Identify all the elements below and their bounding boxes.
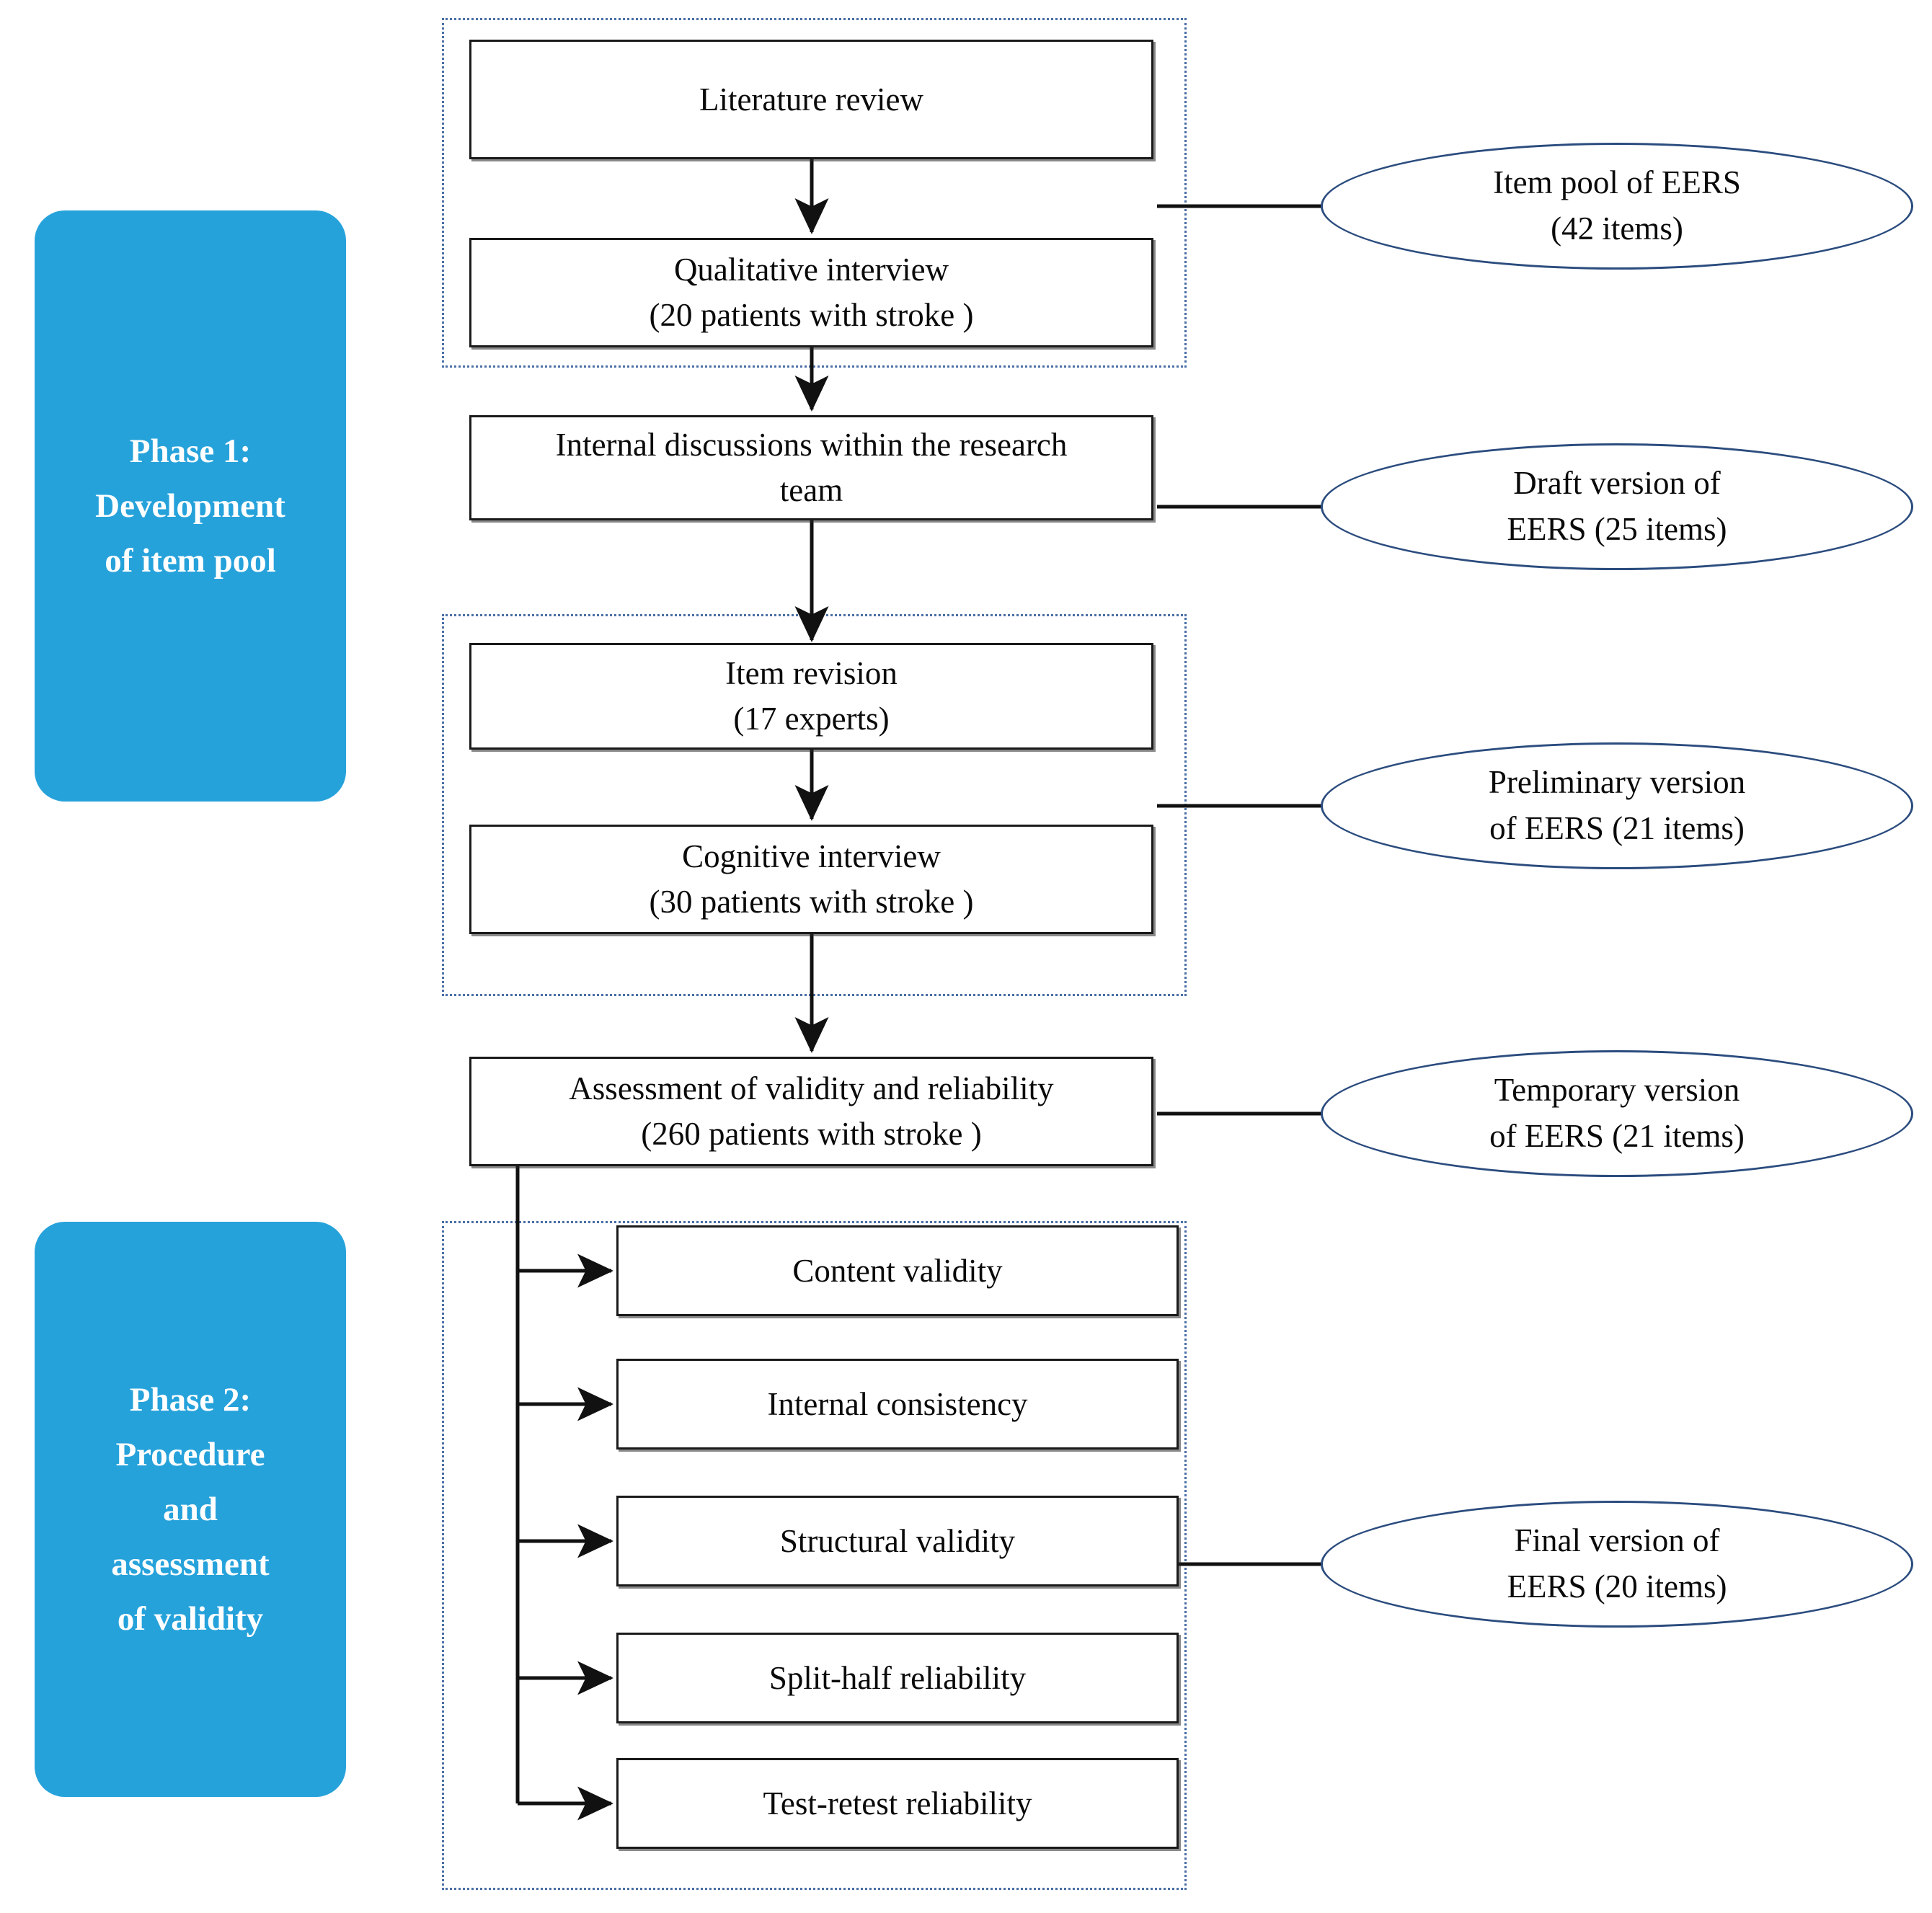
phase-1-line-1: Phase 1: (129, 432, 252, 470)
temporary-version-line-1: Temporary version (1494, 1072, 1740, 1109)
process-box-structural-validity[interactable]: Structural validity (616, 1496, 1179, 1586)
process-box-cognitive-interview[interactable]: Cognitive interview (30 patients with st… (469, 825, 1153, 934)
process-box-content-validity[interactable]: Content validity (616, 1225, 1179, 1316)
qualitative-interview-detail: (20 patients with stroke ) (649, 297, 974, 333)
preliminary-version-line-2: of EERS (21 items) (1489, 810, 1745, 846)
process-box-internal-consistency[interactable]: Internal consistency (616, 1359, 1179, 1450)
structural-validity-label: Structural validity (779, 1522, 1016, 1559)
phase-panel-1[interactable]: Phase 1: Development of item pool (35, 210, 346, 802)
process-box-literature-review[interactable]: Literature review (469, 40, 1153, 159)
cognitive-interview-label: Cognitive interview (682, 838, 941, 874)
phase-2-line-4: assessment (111, 1545, 270, 1584)
dotted-group-phase1-top (442, 18, 1187, 368)
literature-review-label: Literature review (699, 81, 924, 117)
callout-final-version[interactable]: Final version of EERS (20 items) (1321, 1501, 1913, 1628)
phase-1-line-2: Development (95, 487, 285, 525)
phase-2-line-1: Phase 2: (129, 1380, 252, 1419)
phase-panel-2[interactable]: Phase 2: Procedure and assessment of val… (35, 1222, 346, 1797)
temporary-version-line-2: of EERS (21 items) (1489, 1118, 1745, 1154)
callout-temporary-version[interactable]: Temporary version of EERS (21 items) (1321, 1050, 1913, 1177)
draft-version-line-2: EERS (25 items) (1507, 511, 1727, 547)
item-pool-line-1: Item pool of EERS (1493, 164, 1741, 201)
phase-2-line-2: Procedure (115, 1435, 265, 1473)
callout-preliminary-version[interactable]: Preliminary version of EERS (21 items) (1321, 742, 1913, 869)
internal-discussions-label-2: team (779, 472, 843, 508)
callout-draft-version[interactable]: Draft version of EERS (25 items) (1321, 443, 1913, 570)
preliminary-version-line-1: Preliminary version (1488, 764, 1746, 801)
internal-discussions-label: Internal discussions within the research (555, 427, 1068, 463)
phase-1-line-3: of item pool (105, 542, 276, 580)
phase-2-line-3: and (163, 1490, 218, 1528)
content-validity-label: Content validity (792, 1252, 1003, 1289)
item-revision-label: Item revision (725, 655, 898, 691)
process-box-internal-discussions[interactable]: Internal discussions within the research… (469, 415, 1153, 520)
split-half-reliability-label: Split-half reliability (768, 1659, 1027, 1696)
item-pool-line-2: (42 items) (1551, 210, 1683, 247)
final-version-line-1: Final version of (1514, 1522, 1720, 1559)
process-box-item-revision[interactable]: Item revision (17 experts) (469, 643, 1153, 750)
test-retest-reliability-label: Test-retest reliability (763, 1785, 1032, 1821)
assessment-detail: (260 patients with stroke ) (641, 1116, 982, 1152)
internal-consistency-label: Internal consistency (767, 1385, 1028, 1422)
assessment-label: Assessment of validity and reliability (569, 1070, 1054, 1106)
qualitative-interview-label: Qualitative interview (673, 252, 949, 288)
item-revision-detail: (17 experts) (733, 701, 890, 737)
process-box-split-half-reliability[interactable]: Split-half reliability (616, 1633, 1179, 1723)
draft-version-line-1: Draft version of (1513, 465, 1721, 502)
process-box-test-retest-reliability[interactable]: Test-retest reliability (616, 1758, 1179, 1849)
process-box-assessment[interactable]: Assessment of validity and reliability (… (469, 1057, 1153, 1166)
cognitive-interview-detail: (30 patients with stroke ) (649, 884, 974, 920)
callout-item-pool[interactable]: Item pool of EERS (42 items) (1321, 143, 1913, 270)
phase-2-line-5: of validity (117, 1600, 264, 1638)
final-version-line-2: EERS (20 items) (1507, 1568, 1727, 1604)
dotted-group-phase2 (442, 1221, 1187, 1890)
process-box-qualitative-interview[interactable]: Qualitative interview (20 patients with … (469, 238, 1153, 347)
